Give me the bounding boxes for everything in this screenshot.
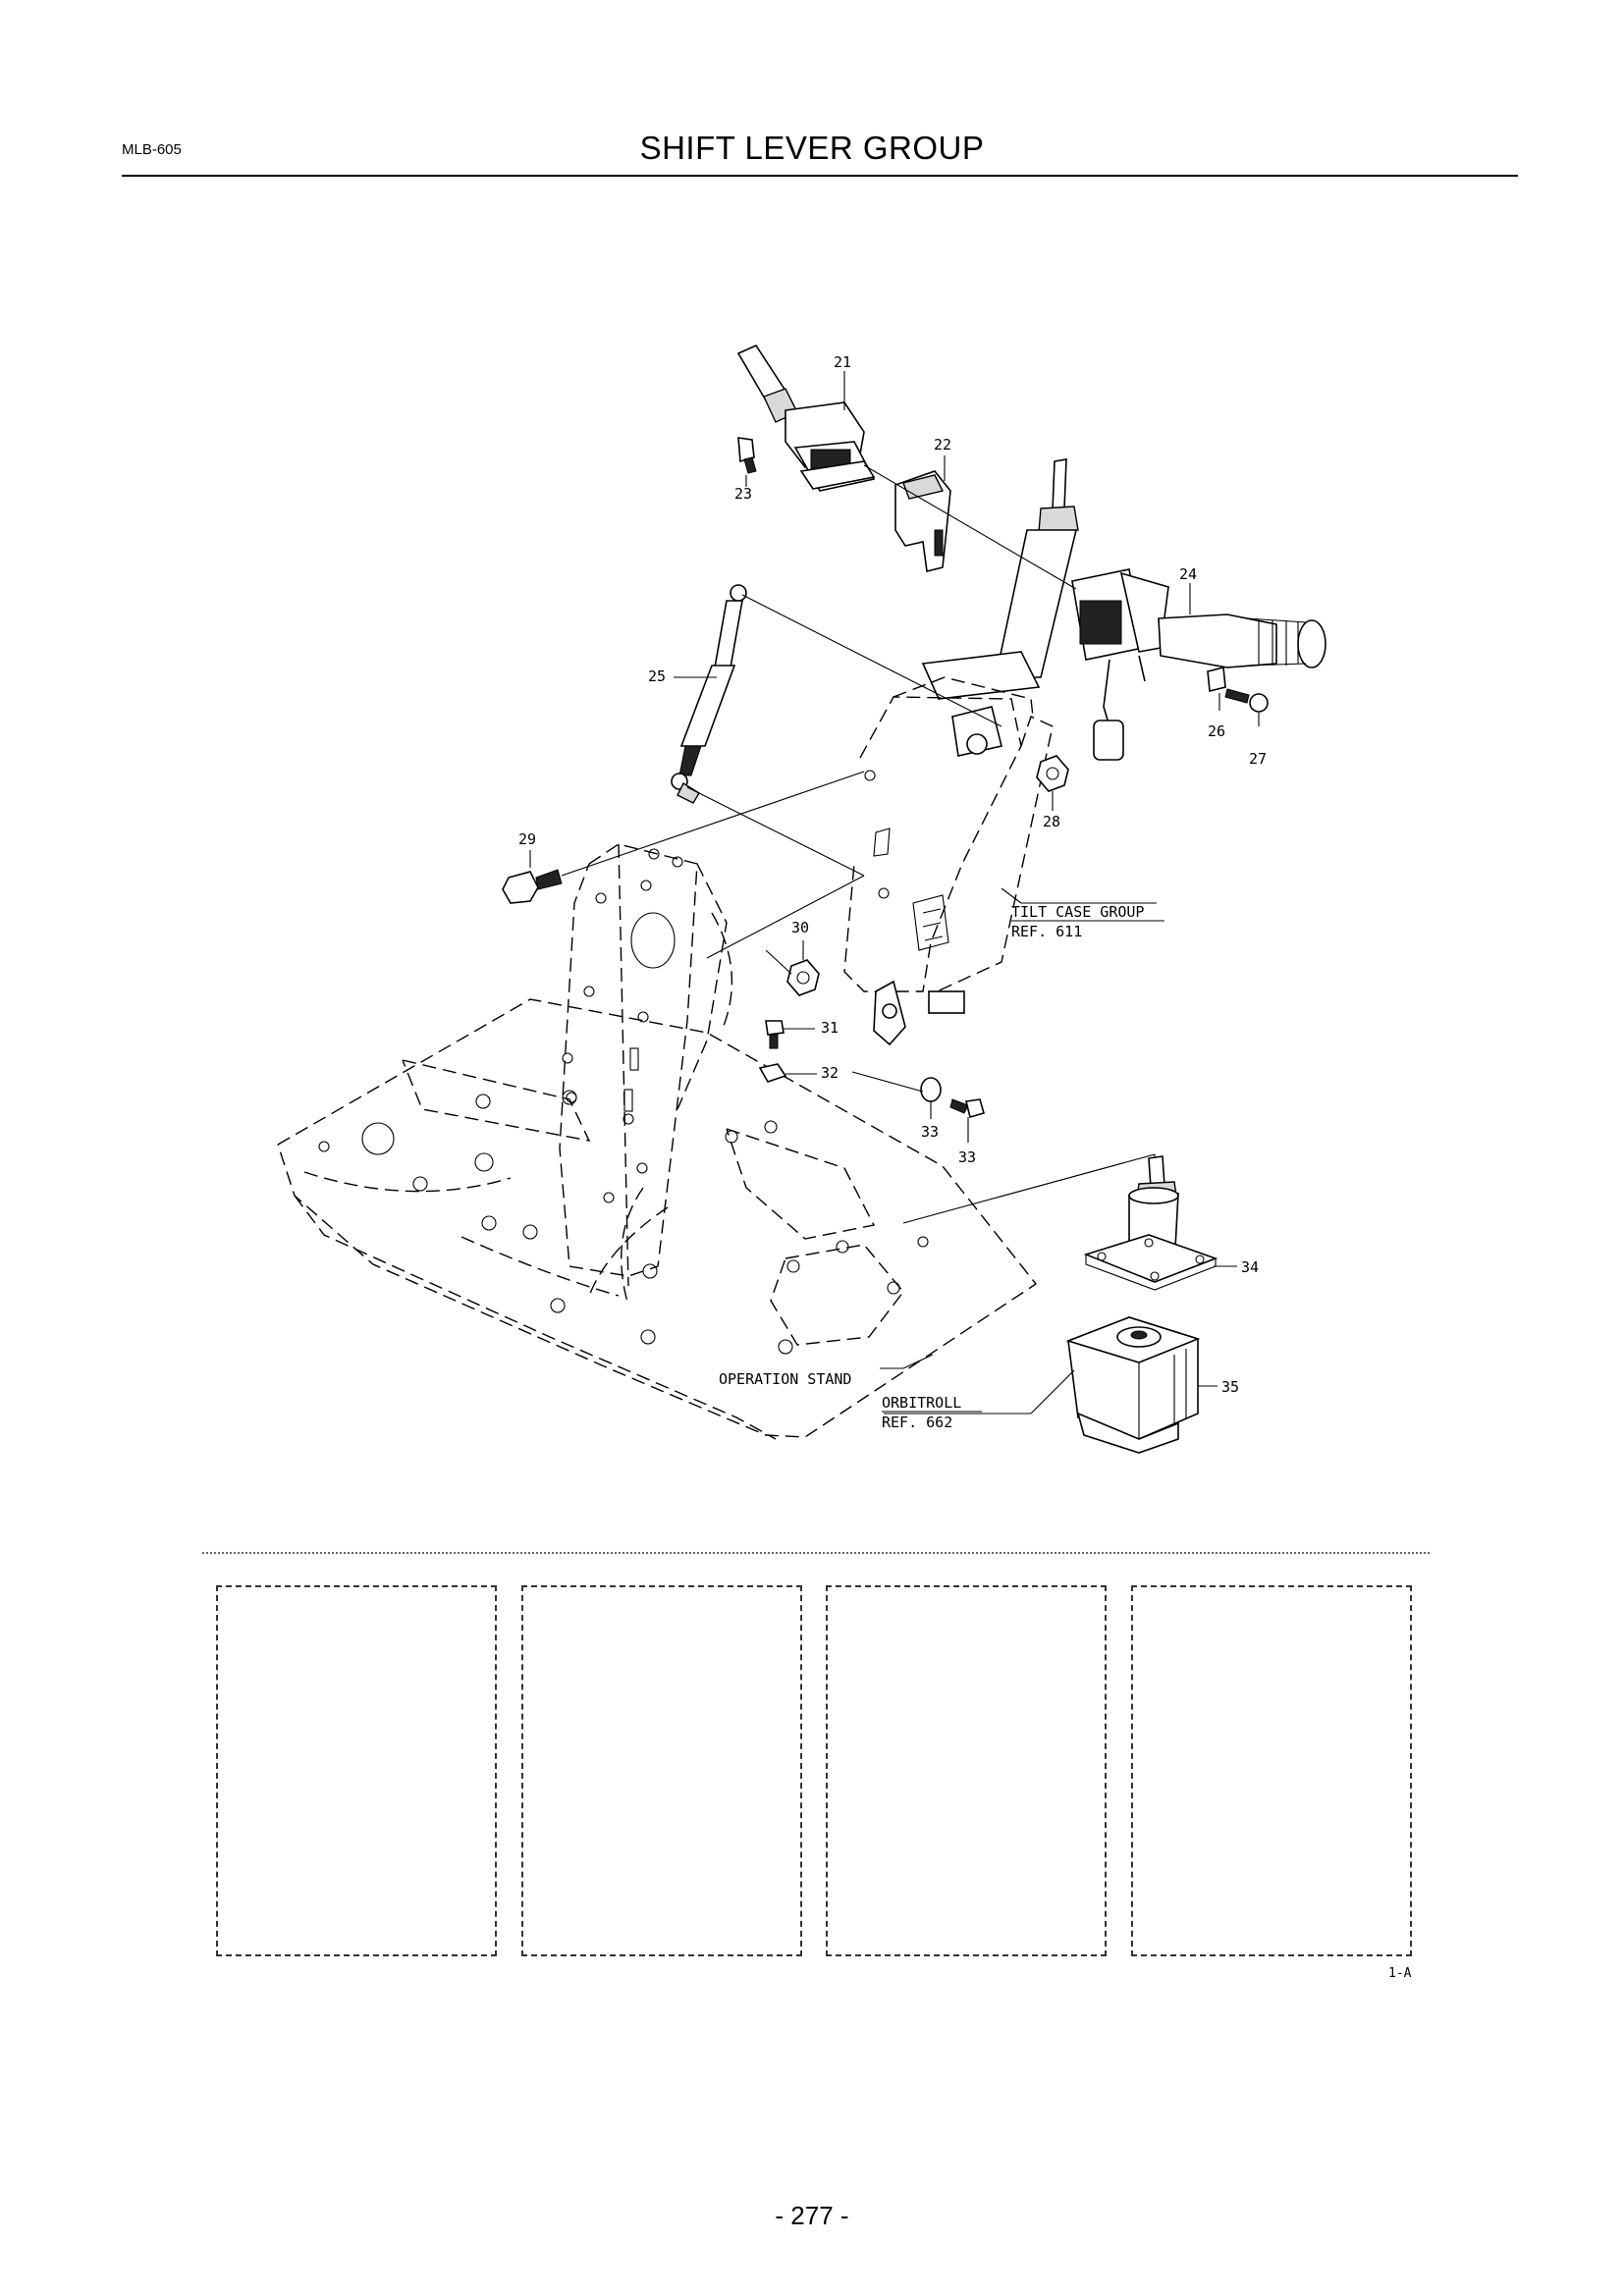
tilt-case-group-ref: REF. 611 (1011, 923, 1082, 940)
callout-21: 34 (1241, 1258, 1259, 1276)
notes-box-2 (521, 1585, 802, 1956)
part-23-lever (1071, 568, 1326, 761)
operation-stand-drawing (277, 843, 1038, 1440)
part-21-column-mount (1083, 1155, 1218, 1291)
notes-box-3 (826, 1585, 1107, 1956)
part-33-nut-lower (786, 959, 820, 996)
callout-27: 31 (821, 1019, 839, 1037)
part-33-nut-upper (1036, 755, 1069, 792)
notes-box-1 (216, 1585, 497, 1956)
document-code: MLB-605 (122, 141, 182, 158)
callout-30: 23 (734, 485, 752, 503)
callout-labels: 21 22 23 24 25 26 27 28 29 30 31 32 33 3… (518, 353, 1267, 1396)
part-31-nut (758, 1063, 787, 1083)
callout-23: 24 (1179, 565, 1197, 583)
callout-35: 33 (921, 1123, 939, 1141)
page-number: - 277 - (775, 2201, 849, 2230)
part-26-gas-spring (671, 584, 747, 804)
callout-25: 22 (934, 436, 951, 454)
leader-lines (529, 371, 1260, 1415)
part-28-bolt (502, 869, 563, 904)
part-25-bracket (894, 470, 951, 572)
callout-26: 25 (648, 667, 666, 685)
orbitroll-label: ORBITROLL (882, 1394, 961, 1412)
callout-33-lower: 30 (791, 919, 809, 936)
callout-28: 29 (518, 830, 536, 848)
callout-34: 33 (958, 1148, 976, 1166)
callout-31: 32 (821, 1064, 839, 1082)
part-22-orbitroll (1065, 1316, 1201, 1454)
part-35-washer (920, 1077, 942, 1102)
exploded-parts-diagram: 21 22 23 24 25 26 27 28 29 30 31 32 33 3… (277, 344, 1326, 1454)
part-29-screw (1224, 688, 1269, 713)
orbitroll-ref: REF. 662 (882, 1414, 952, 1431)
tilt-case-group-drawing (843, 676, 1054, 1046)
notes-box-4 (1131, 1585, 1412, 1956)
steering-column-shaft (921, 458, 1079, 700)
callout-29: 27 (1249, 750, 1267, 768)
section-divider (202, 1552, 1430, 1554)
callout-22: 35 (1221, 1378, 1239, 1396)
callout-24: 21 (834, 353, 851, 371)
page-title: SHIFT LEVER GROUP (639, 130, 985, 166)
part-27-bolt (765, 1020, 785, 1049)
callout-33-upper: 28 (1043, 813, 1060, 830)
part-32-nut (1207, 666, 1226, 693)
header-rule (122, 175, 1518, 177)
part-34-bolt (949, 1098, 985, 1118)
callout-32: 26 (1208, 722, 1225, 740)
tilt-case-group-label: TILT CASE GROUP (1011, 903, 1144, 921)
part-30-bolt (737, 437, 757, 474)
part-24-shift-lever (736, 344, 876, 492)
figure-id: 1-A (1388, 1966, 1412, 1981)
reference-labels: TILT CASE GROUP REF. 611 OPERATION STAND… (719, 903, 1164, 1431)
operation-stand-label: OPERATION STAND (719, 1370, 851, 1388)
